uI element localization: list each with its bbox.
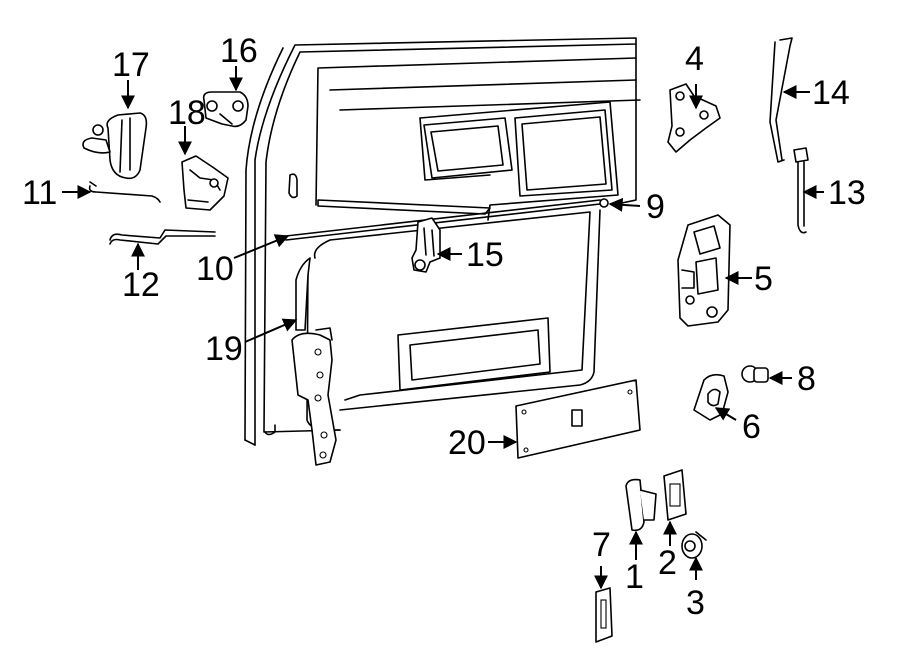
part-12-rod (109, 229, 216, 245)
callout-13: 13 (828, 174, 866, 212)
callout-arrows (62, 66, 824, 590)
part-13-rod (793, 147, 809, 234)
callout-8: 8 (797, 360, 816, 398)
callout-11: 11 (22, 174, 57, 212)
part-20-trim-panel (515, 379, 641, 459)
part-5-lock-assembly (677, 214, 731, 327)
callout-19: 19 (205, 330, 243, 368)
callout-10: 10 (196, 250, 234, 288)
callout-3: 3 (686, 584, 705, 622)
part-4-hinge (667, 83, 721, 153)
callout-20: 20 (448, 424, 486, 462)
callout-9: 9 (646, 188, 665, 226)
callout-15: 15 (466, 236, 504, 274)
callout-1: 1 (625, 558, 644, 596)
callout-14: 14 (812, 74, 850, 112)
callout-17: 17 (112, 46, 150, 84)
part-7-escutcheon (595, 587, 613, 643)
part-19-bracket (291, 257, 337, 466)
part-16-clip (202, 91, 249, 128)
callout-labels: 17 16 18 11 12 10 19 15 9 4 14 13 5 8 6 … (22, 32, 866, 622)
part-11-rod (88, 181, 161, 203)
part-18-latch (181, 155, 229, 211)
callout-18: 18 (168, 94, 206, 132)
part-14-rod (769, 37, 793, 163)
callout-6: 6 (742, 408, 761, 446)
part-17-handle (82, 112, 148, 180)
callout-2: 2 (658, 544, 677, 582)
callout-5: 5 (754, 260, 773, 298)
part-15-latch (411, 217, 441, 273)
callout-4: 4 (685, 40, 704, 78)
part-2-bezel (663, 469, 687, 521)
door-shell (244, 37, 641, 446)
part-1-outside-handle (625, 478, 657, 532)
callout-12: 12 (122, 266, 160, 304)
callout-7: 7 (592, 526, 611, 564)
callout-16: 16 (220, 32, 258, 70)
part-8-bolt (741, 365, 769, 383)
part-3-lock-cylinder (681, 531, 707, 559)
